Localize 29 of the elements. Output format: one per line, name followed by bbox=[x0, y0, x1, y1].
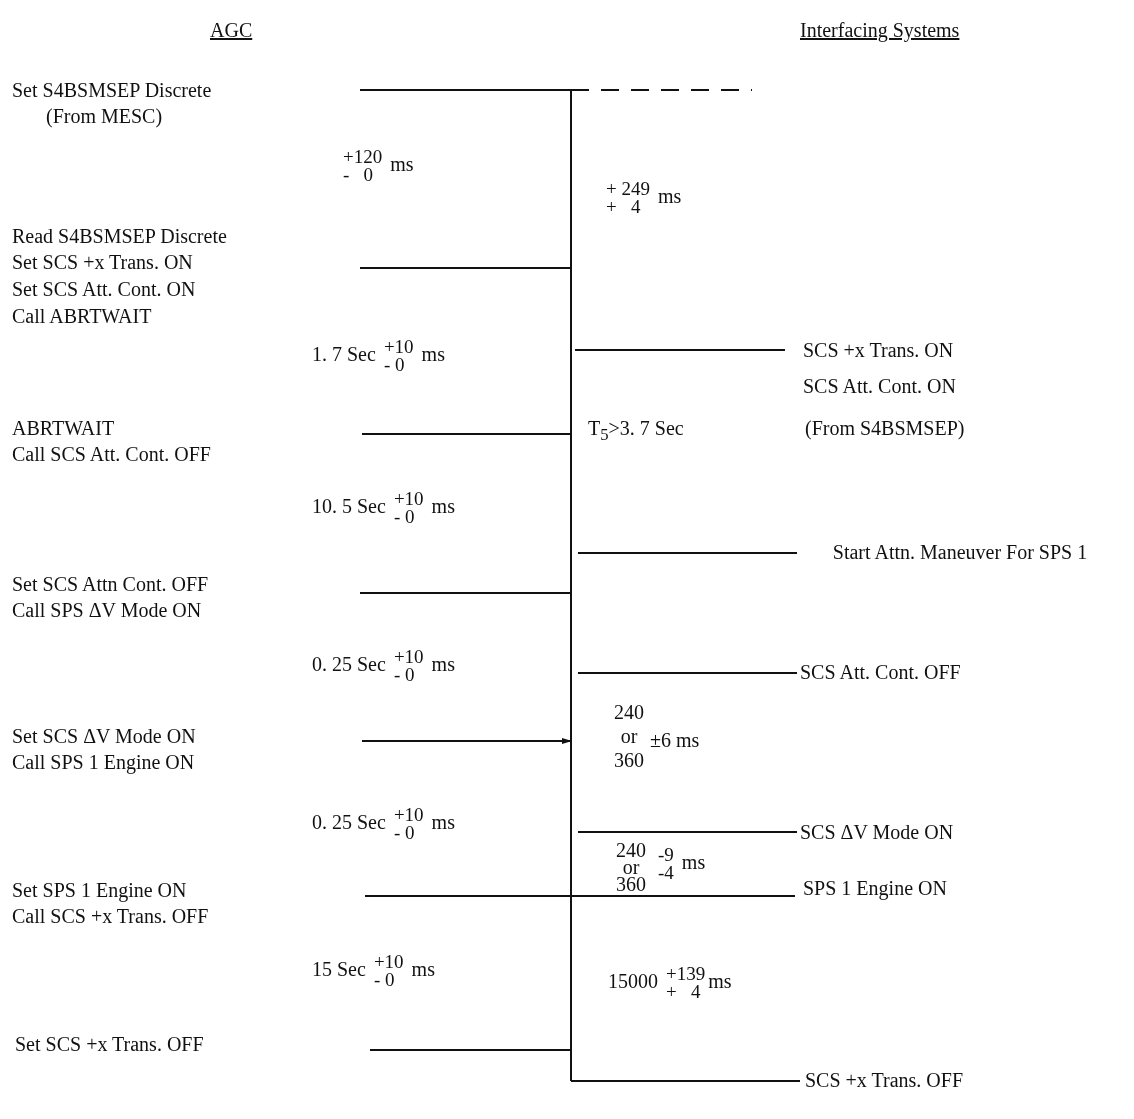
signal-label: Start Attn. Maneuver For SPS 1 bbox=[831, 540, 1089, 564]
event-label: Set SCS ΔV Mode ON bbox=[12, 724, 196, 748]
signal-label: (From S4BSMSEP) bbox=[805, 416, 965, 440]
event-label: Call SCS +x Trans. OFF bbox=[12, 904, 209, 928]
event-label: ABRTWAIT bbox=[12, 416, 115, 440]
event-label: Set S4BSMSEP Discrete bbox=[12, 78, 212, 102]
event-label: Call SPS ΔV Mode ON bbox=[12, 598, 202, 622]
column-heading: Interfacing Systems bbox=[800, 18, 960, 42]
signal-label: SCS +x Trans. ON bbox=[803, 338, 954, 362]
event-label: Set SCS Att. Cont. ON bbox=[12, 277, 196, 301]
time-interval-label: T$_{5}$>3. 7 Sec bbox=[588, 416, 684, 446]
event-label: Call SCS Att. Cont. OFF bbox=[12, 442, 211, 466]
column-heading: AGC bbox=[210, 18, 253, 42]
event-label: Call ABRTWAIT bbox=[12, 304, 152, 328]
event-label: Set SCS Attn Cont. OFF bbox=[12, 572, 209, 596]
event-label: Read S4BSMSEP Discrete bbox=[12, 224, 227, 248]
event-label: Call SPS 1 Engine ON bbox=[12, 750, 195, 774]
time-interval-label: ±6 ms bbox=[650, 728, 700, 752]
event-label: Set SCS +x Trans. OFF bbox=[15, 1032, 204, 1056]
signal-label: SCS ΔV Mode ON bbox=[800, 820, 954, 844]
event-label: (From MESC) bbox=[46, 104, 163, 128]
event-label: Set SPS 1 Engine ON bbox=[12, 878, 187, 902]
time-interval-label: 240 or 360 bbox=[613, 700, 645, 772]
time-interval-label: 240 or 360 bbox=[615, 842, 647, 893]
signal-label: SCS Att. Cont. ON bbox=[803, 374, 956, 398]
event-label: Set SCS +x Trans. ON bbox=[12, 250, 193, 274]
signal-label: SCS +x Trans. OFF bbox=[805, 1068, 964, 1092]
signal-label: SPS 1 Engine ON bbox=[803, 876, 947, 900]
signal-label: SCS Att. Cont. OFF bbox=[800, 660, 961, 684]
